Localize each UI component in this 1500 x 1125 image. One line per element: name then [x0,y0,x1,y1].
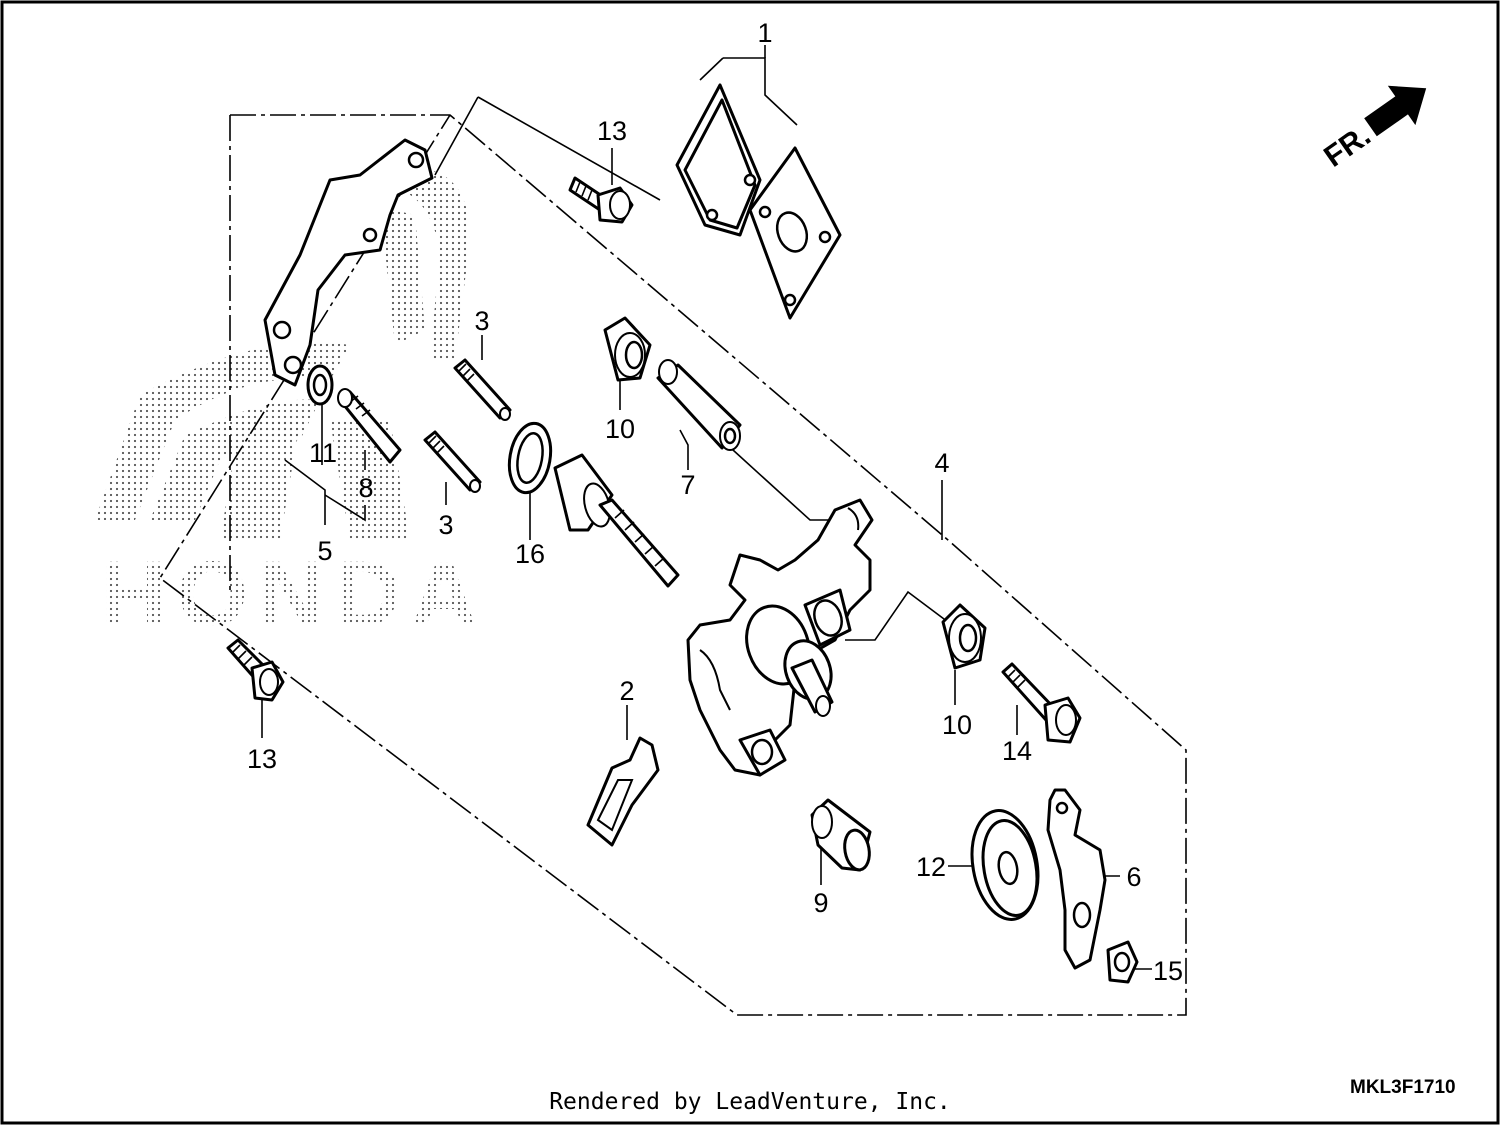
callout-14[interactable]: 14 [1002,736,1032,766]
diagram-code: MKL3F1710 [1350,1077,1456,1098]
caliper-body [686,498,874,777]
callout-9[interactable]: 9 [813,888,828,918]
flange-bolt-caliper [1001,662,1082,744]
callout-labels: 1 13 3 10 11 4 7 8 3 5 16 2 10 14 13 12 … [247,18,1183,986]
assembly-outline [158,114,1187,1016]
footer-credit: Rendered by LeadVenture, Inc. [549,1089,951,1115]
flange-bolt-upper [568,176,634,224]
dust-boot-upper [603,316,652,382]
pin-bolt-lower [337,388,402,464]
callout-10-upper[interactable]: 10 [605,414,635,444]
callout-4[interactable]: 4 [934,448,949,478]
callout-10-lower[interactable]: 10 [942,710,972,740]
callout-3-lower[interactable]: 3 [438,510,453,540]
retainer-plate [1046,788,1107,970]
dust-boot-lower [941,603,987,670]
callout-13-upper[interactable]: 13 [597,116,627,146]
pad-pin-lower [423,430,482,493]
pad-spring [586,736,660,847]
callout-5[interactable]: 5 [317,536,332,566]
caliper-sleeve [656,359,742,451]
caliper-pin [810,798,872,872]
piston-seal [507,421,553,495]
callout-12[interactable]: 12 [916,852,946,882]
front-direction-label: FR. [1318,119,1377,174]
callout-6[interactable]: 6 [1126,862,1141,892]
callout-13-lower[interactable]: 13 [247,744,277,774]
callout-11[interactable]: 11 [309,438,337,468]
pad-pin-upper [453,358,512,421]
callout-7[interactable]: 7 [680,470,695,500]
piston-rod [553,453,680,588]
callout-2[interactable]: 2 [619,676,634,706]
honda-watermark-text: HONDA [100,543,487,645]
flange-bolt-lower [226,638,285,702]
callout-16[interactable]: 16 [515,539,545,569]
callout-1[interactable]: 1 [757,18,772,48]
callout-3-upper[interactable]: 3 [474,306,489,336]
callout-15[interactable]: 15 [1153,956,1183,986]
brake-pad-set [675,83,842,320]
honda-watermark-logo: HONDA [95,170,487,645]
wear-guide-disc [970,809,1040,921]
callout-8[interactable]: 8 [358,473,373,503]
front-direction-arrow: FR. [1318,85,1427,174]
boot-seal [306,364,334,406]
flange-nut [1106,940,1139,984]
caliper-bracket [263,138,434,387]
